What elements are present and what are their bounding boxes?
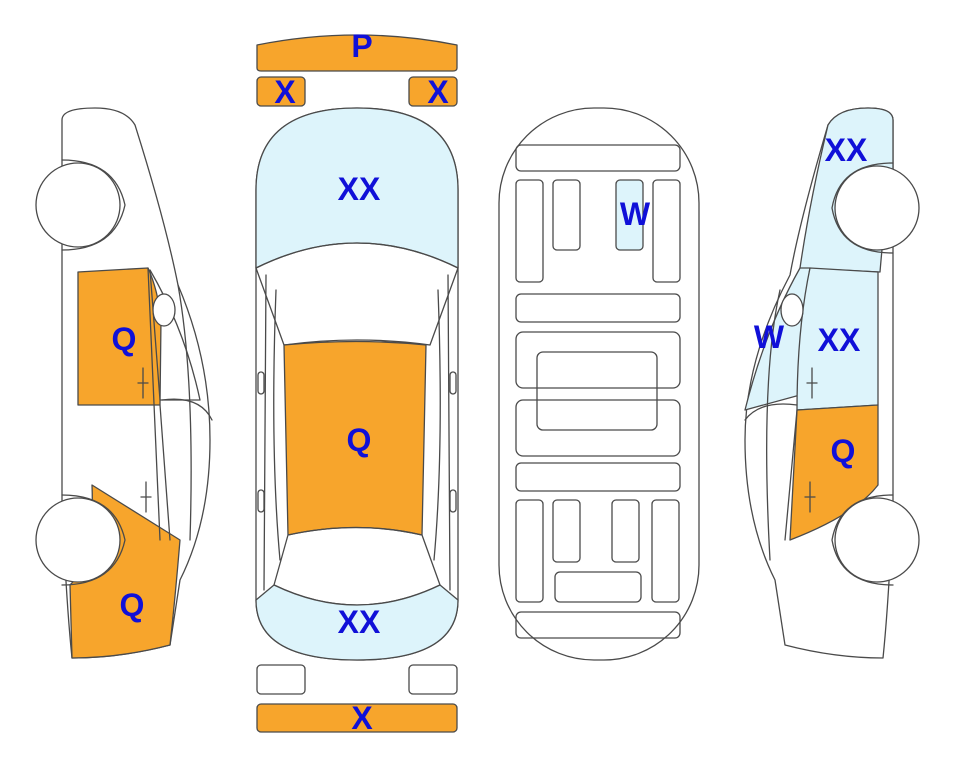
label-right-rear-door: Q: [831, 433, 856, 469]
label-front-light-left: X: [274, 74, 296, 110]
label-right-front-door: XX: [818, 322, 861, 358]
label-front-bumper-top: P: [351, 28, 372, 64]
windshield: [255, 242, 459, 346]
rear-light-right: [408, 664, 458, 695]
front-light-left-panel[interactable]: [256, 76, 306, 107]
underbody-outline: [498, 107, 700, 661]
label-trunk: XX: [338, 604, 381, 640]
left-rear-wheel: [35, 497, 121, 583]
right-side-view: [744, 107, 920, 659]
label-hood: XX: [338, 171, 381, 207]
label-front-light-right: X: [427, 74, 449, 110]
damage-labels: P X X XX Q XX X W Q Q XX W XX Q: [112, 28, 868, 736]
right-front-wheel: [834, 165, 920, 251]
underbody-view: [498, 107, 700, 661]
label-right-window: W: [754, 319, 785, 355]
label-left-rear-quarter: Q: [120, 587, 145, 623]
rear-light-left: [256, 664, 306, 695]
label-right-front-fender: XX: [825, 132, 868, 168]
label-rear-bumper: X: [351, 700, 373, 736]
left-side-view: [35, 107, 213, 659]
label-left-front-door: Q: [112, 321, 137, 357]
underbody-panel[interactable]: [615, 179, 644, 251]
trunk-panel[interactable]: [255, 584, 459, 661]
label-roof: Q: [347, 422, 372, 458]
left-front-wheel: [35, 162, 121, 248]
front-light-right-panel[interactable]: [408, 76, 458, 107]
rear-bumper-panel[interactable]: [256, 703, 458, 733]
front-bumper-top-panel[interactable]: [256, 34, 458, 72]
label-underbody: W: [620, 196, 651, 232]
top-view: [255, 34, 459, 733]
right-rear-wheel: [834, 497, 920, 583]
